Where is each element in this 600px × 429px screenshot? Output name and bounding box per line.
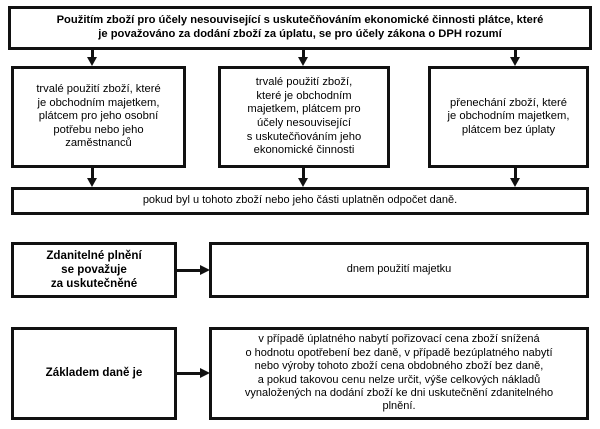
arrow-taxable-supply: [177, 265, 210, 276]
branch-box-1: trvalé použití zboží, které je obchodním…: [11, 66, 186, 168]
arrow-branch-1-to-condition: [87, 168, 98, 187]
taxable-supply-value-box: dnem použití majetku: [209, 242, 589, 298]
arrow-header-to-branch-1: [87, 50, 98, 66]
branch-box-3-text: přenechání zboží, které je obchodním maj…: [447, 96, 570, 136]
branch-box-2-text: trvalé použití zboží, které je obchodním…: [246, 76, 362, 157]
branch-box-3: přenechání zboží, které je obchodním maj…: [428, 66, 589, 168]
condition-box: pokud byl u tohoto zboží nebo jeho části…: [11, 187, 589, 215]
arrow-header-to-branch-2: [298, 50, 309, 66]
arrow-branch-3-to-condition: [510, 168, 521, 187]
tax-base-value-text: v případě úplatného nabytí pořizovací ce…: [244, 333, 554, 413]
arrow-branch-2-to-condition: [298, 168, 309, 187]
header-box-text: Použitím zboží pro účely nesouvisející s…: [56, 14, 544, 40]
branch-box-1-text: trvalé použití zboží, které je obchodním…: [36, 82, 161, 150]
arrow-tax-base: [177, 368, 210, 379]
tax-base-label-box: Základem daně je: [11, 327, 177, 420]
tax-base-label-text: Základem daně je: [45, 366, 143, 380]
taxable-supply-label-text: Zdanitelné plnění se považuje za uskuteč…: [46, 248, 142, 291]
header-box: Použitím zboží pro účely nesouvisející s…: [8, 6, 592, 50]
branch-box-2: trvalé použití zboží, které je obchodním…: [218, 66, 390, 168]
taxable-supply-label-box: Zdanitelné plnění se považuje za uskuteč…: [11, 242, 177, 298]
taxable-supply-value-text: dnem použití majetku: [346, 263, 452, 276]
condition-box-text: pokud byl u tohoto zboží nebo jeho části…: [142, 194, 458, 207]
tax-base-value-box: v případě úplatného nabytí pořizovací ce…: [209, 327, 589, 420]
arrow-header-to-branch-3: [510, 50, 521, 66]
